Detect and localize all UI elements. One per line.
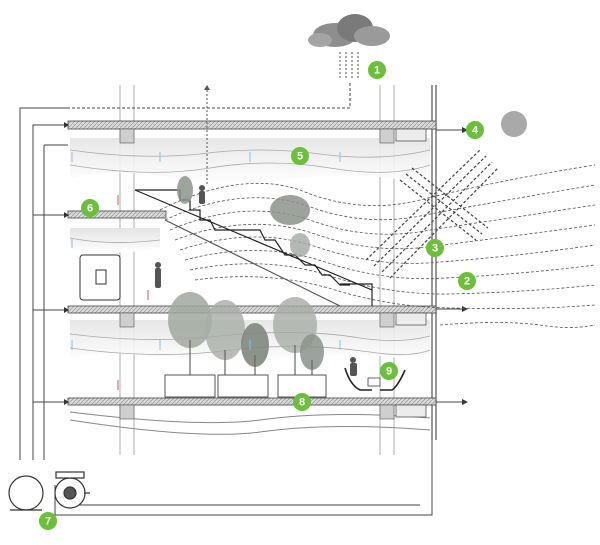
marker-1: 1 (368, 61, 386, 79)
marker-3: 3 (426, 239, 444, 257)
exhaust-arrow (204, 85, 210, 90)
marker-circle (293, 393, 311, 411)
marker-label: 4 (472, 125, 479, 137)
person-icon (155, 185, 357, 376)
marker-circle (466, 121, 484, 139)
marker-label: 9 (386, 366, 392, 378)
marker-layer: 1 2 3 4 5 6 7 8 9 (39, 61, 484, 530)
sun-rays (365, 149, 499, 279)
boiler-tank-icon (8, 475, 44, 511)
marker-label: 8 (299, 397, 305, 409)
staircase (134, 189, 373, 307)
rain-cloud-icon (308, 14, 390, 80)
marker-circle (426, 239, 444, 257)
wind-flow (159, 164, 596, 328)
sun-icon (501, 111, 527, 137)
service-module (79, 254, 121, 301)
marker-5: 5 (291, 147, 309, 165)
marker-label: 5 (297, 151, 303, 163)
marker-label: 2 (464, 276, 470, 288)
marker-9: 9 (380, 362, 398, 380)
marker-label: 1 (374, 65, 380, 77)
marker-4: 4 (466, 121, 484, 139)
marker-8: 8 (293, 393, 311, 411)
marker-circle (458, 272, 476, 290)
marker-label: 7 (45, 516, 51, 528)
marker-label: 6 (87, 203, 93, 215)
marker-7: 7 (39, 512, 57, 530)
chair-icon (344, 367, 406, 391)
marker-circle (291, 147, 309, 165)
tree-icon (168, 176, 324, 378)
marker-circle (380, 362, 398, 380)
marker-circle (81, 199, 99, 217)
outside-leaders (436, 129, 465, 403)
marker-6: 6 (81, 199, 99, 217)
marker-2: 2 (458, 272, 476, 290)
marker-label: 3 (432, 243, 438, 255)
marker-circle (368, 61, 386, 79)
air-arrows (71, 152, 341, 390)
marker-circle (39, 512, 57, 530)
pump-icon (54, 471, 90, 509)
